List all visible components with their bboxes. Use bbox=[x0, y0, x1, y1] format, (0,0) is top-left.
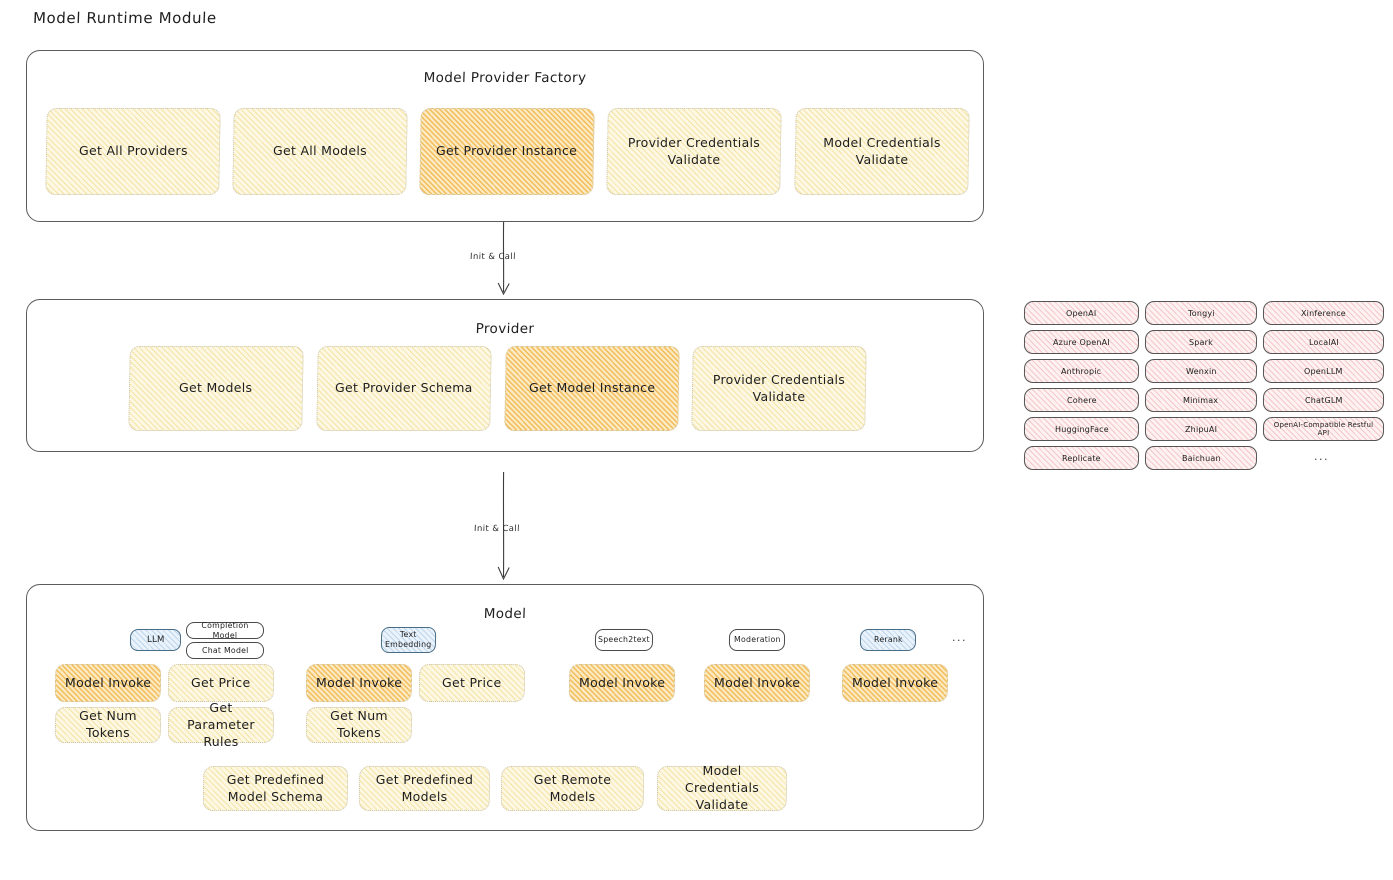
provider-chip-replicate[interactable]: Replicate bbox=[1023, 446, 1140, 470]
provider-chip-openai[interactable]: OpenAI bbox=[1023, 301, 1140, 325]
llm-method-get-parameter-rules[interactable]: Get Parameter Rules bbox=[167, 700, 275, 748]
llm-method-model-invoke[interactable]: Model Invoke bbox=[54, 664, 162, 702]
provider-list-more: ... bbox=[1314, 450, 1329, 463]
provider-chip-chatglm[interactable]: ChatGLM bbox=[1262, 388, 1385, 412]
model-type-tag-rerank[interactable]: Rerank bbox=[859, 629, 917, 651]
provider-list: OpenAI Azure OpenAI Anthropic Cohere Hug… bbox=[1023, 300, 1385, 475]
provider-chip-minimax[interactable]: Minimax bbox=[1144, 388, 1258, 412]
provider-title: Provider bbox=[475, 321, 535, 337]
model-subtype-completion-model[interactable]: Completion Model bbox=[185, 621, 265, 640]
model-type-tag-moderation[interactable]: Moderation bbox=[728, 629, 786, 651]
llm-method-get-price[interactable]: Get Price bbox=[167, 664, 275, 702]
factory-item-provider-credentials-validate[interactable]: Provider Credentials Validate bbox=[606, 108, 782, 195]
model-subtype-chat-model[interactable]: Chat Model bbox=[185, 642, 265, 659]
text-embedding-method-get-num-tokens[interactable]: Get Num Tokens bbox=[305, 707, 413, 743]
model-panel: Model LLM Completion Model Chat Model Mo… bbox=[26, 584, 992, 839]
text-embedding-method-model-invoke[interactable]: Model Invoke bbox=[305, 664, 413, 702]
model-type-tag-llm[interactable]: LLM bbox=[129, 629, 182, 651]
provider-chip-wenxin[interactable]: Wenxin bbox=[1144, 359, 1258, 383]
factory-item-get-provider-instance[interactable]: Get Provider Instance bbox=[419, 108, 595, 195]
provider-chip-anthropic[interactable]: Anthropic bbox=[1023, 359, 1140, 383]
factory-item-get-all-providers[interactable]: Get All Providers bbox=[45, 108, 221, 195]
model-types-more: ... bbox=[952, 631, 967, 644]
provider-chip-xinference[interactable]: Xinference bbox=[1262, 301, 1385, 325]
model-shared-get-predefined-model-schema[interactable]: Get Predefined Model Schema bbox=[202, 766, 349, 811]
provider-chip-zhipuai[interactable]: ZhipuAI bbox=[1144, 417, 1258, 441]
provider-item-provider-credentials-validate[interactable]: Provider Credentials Validate bbox=[691, 346, 867, 431]
model-shared-get-remote-models[interactable]: Get Remote Models bbox=[500, 766, 645, 811]
factory-item-model-credentials-validate[interactable]: Model Credentials Validate bbox=[794, 108, 970, 195]
rerank-method-model-invoke[interactable]: Model Invoke bbox=[841, 664, 949, 702]
provider-chip-azure-openai[interactable]: Azure OpenAI bbox=[1023, 330, 1140, 354]
llm-method-get-num-tokens[interactable]: Get Num Tokens bbox=[54, 707, 162, 743]
speech2text-method-model-invoke[interactable]: Model Invoke bbox=[568, 664, 676, 702]
provider-chip-spark[interactable]: Spark bbox=[1144, 330, 1258, 354]
provider-chip-openllm[interactable]: OpenLLM bbox=[1262, 359, 1385, 383]
provider-panel: Provider Get Models Get Provider Schema … bbox=[26, 299, 992, 460]
moderation-method-model-invoke[interactable]: Model Invoke bbox=[703, 664, 811, 702]
provider-chip-huggingface[interactable]: HuggingFace bbox=[1023, 417, 1140, 441]
arrow-label-init-call-2: Init & Call bbox=[473, 524, 521, 534]
page-title: Model Runtime Module bbox=[32, 9, 218, 27]
model-shared-get-predefined-models[interactable]: Get Predefined Models bbox=[358, 766, 491, 811]
arrow-label-init-call-1: Init & Call bbox=[469, 252, 517, 262]
provider-item-get-provider-schema[interactable]: Get Provider Schema bbox=[316, 346, 492, 431]
provider-chip-localai[interactable]: LocalAI bbox=[1262, 330, 1385, 354]
model-provider-factory-title: Model Provider Factory bbox=[423, 70, 587, 86]
model-title: Model bbox=[483, 606, 527, 622]
provider-chip-cohere[interactable]: Cohere bbox=[1023, 388, 1140, 412]
model-shared-model-credentials-validate[interactable]: Model Credentials Validate bbox=[656, 763, 788, 812]
model-type-tag-text-embedding[interactable]: Text Embedding bbox=[380, 627, 437, 653]
provider-item-get-models[interactable]: Get Models bbox=[128, 346, 304, 431]
provider-item-get-model-instance[interactable]: Get Model Instance bbox=[504, 346, 680, 431]
provider-chip-baichuan[interactable]: Baichuan bbox=[1144, 446, 1258, 470]
arrow-factory-to-provider bbox=[497, 222, 510, 296]
provider-chip-tongyi[interactable]: Tongyi bbox=[1144, 301, 1258, 325]
model-provider-factory-panel: Model Provider Factory Get All Providers… bbox=[26, 50, 984, 222]
provider-chip-openai-compatible-restful-api[interactable]: OpenAI-Compatible Restful API bbox=[1262, 417, 1385, 441]
text-embedding-method-get-price[interactable]: Get Price bbox=[418, 664, 526, 702]
arrow-provider-to-model bbox=[497, 472, 510, 581]
factory-item-get-all-models[interactable]: Get All Models bbox=[232, 108, 408, 195]
model-type-tag-speech2text[interactable]: Speech2text bbox=[594, 629, 654, 651]
